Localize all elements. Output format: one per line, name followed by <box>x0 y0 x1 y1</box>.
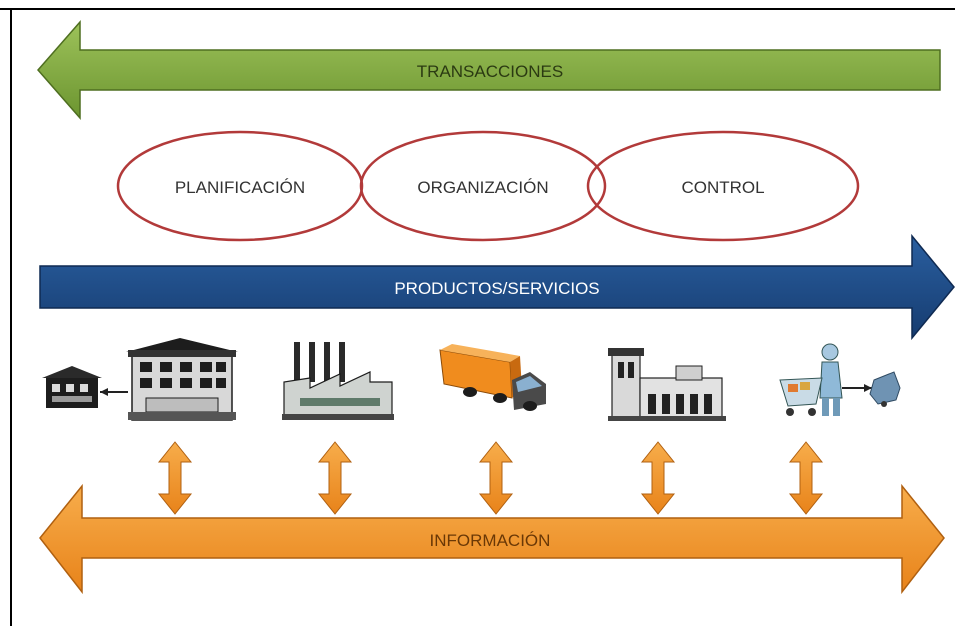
vertical-arrow-3 <box>478 441 514 515</box>
productos-label: PRODUCTOS/SERVICIOS <box>394 279 599 298</box>
retail-store-icon <box>608 348 726 421</box>
transacciones-label: TRANSACCIONES <box>417 62 563 81</box>
control-label: CONTROL <box>681 178 764 197</box>
planificacion-label: PLANIFICACIÓN <box>175 178 305 197</box>
shopper-icon <box>779 343 901 416</box>
organizacion-ellipse <box>359 130 607 242</box>
productos-arrow: PRODUCTOS/SERVICIOS <box>39 233 955 341</box>
factory-icon <box>282 342 394 420</box>
frame-top-border <box>0 8 955 10</box>
vertical-arrow-4 <box>640 441 676 515</box>
vertical-arrow-1 <box>157 441 193 515</box>
vertical-arrow-5 <box>788 441 824 515</box>
informacion-arrow: INFORMACIÓN <box>39 483 945 595</box>
control-ellipse <box>586 130 860 242</box>
vertical-arrows <box>157 441 824 515</box>
truck-icon <box>439 344 546 411</box>
transacciones-arrow: TRANSACCIONES <box>37 20 941 120</box>
warehouse-icon <box>126 338 238 421</box>
organizacion-label: ORGANIZACIÓN <box>417 178 548 197</box>
stage-ellipses: PLANIFICACIÓN ORGANIZACIÓN CONTROL <box>116 130 860 242</box>
vertical-arrow-2 <box>317 441 353 515</box>
informacion-label: INFORMACIÓN <box>430 531 551 550</box>
supplier-warehouse-icon <box>42 366 128 408</box>
frame-left-border <box>10 8 12 626</box>
